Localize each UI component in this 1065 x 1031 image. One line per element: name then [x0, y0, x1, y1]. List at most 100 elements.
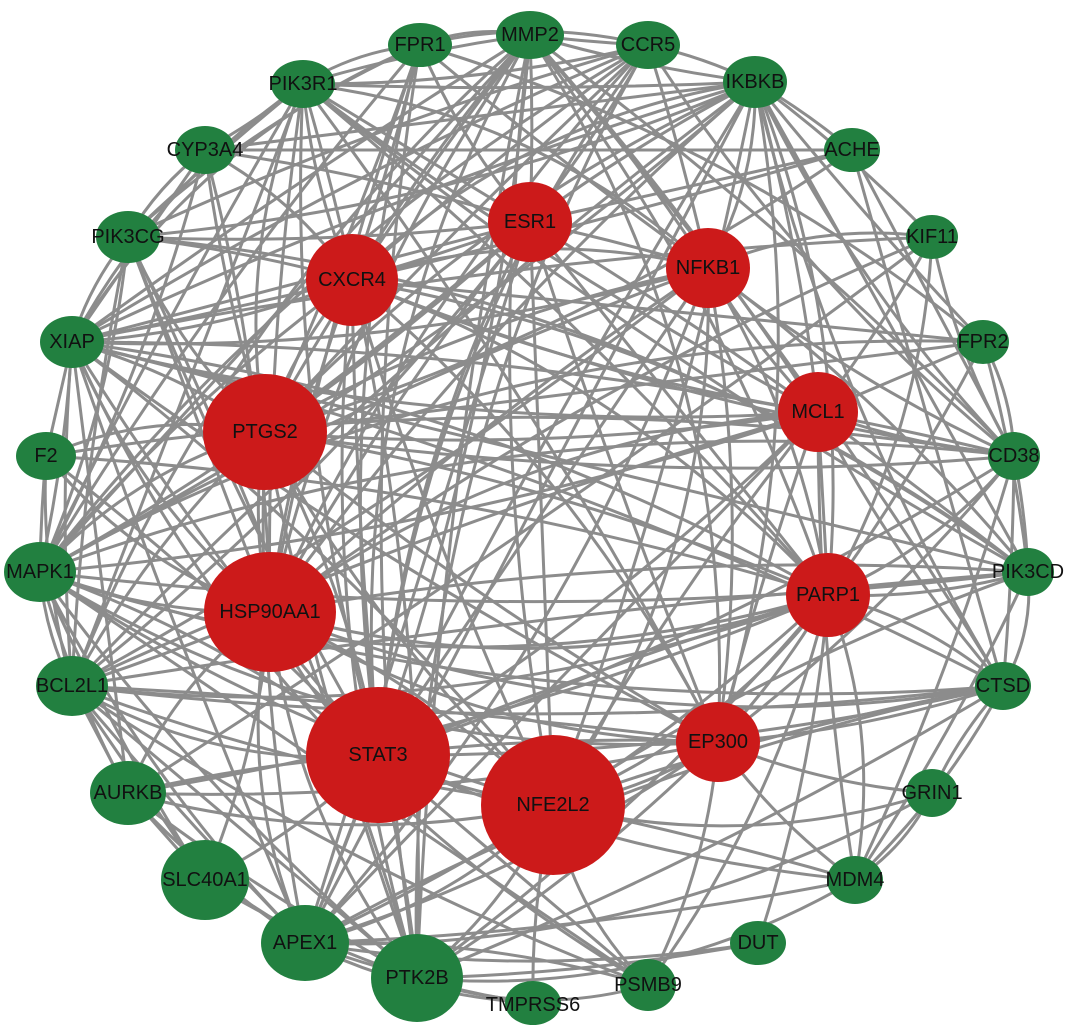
node-mdm4-label: MDM4	[826, 869, 885, 891]
node-nfkb1-circle[interactable]	[666, 228, 750, 308]
node-grin1[interactable]: GRIN1	[901, 769, 963, 817]
edge-xiap-apex1	[70, 340, 307, 945]
node-mdm4[interactable]: MDM4	[826, 856, 885, 904]
node-cyp3a4-circle[interactable]	[175, 126, 235, 174]
edge-cyp3a4-mapk1	[38, 148, 207, 574]
node-aurkb[interactable]: AURKB	[90, 761, 166, 825]
node-aurkb-circle[interactable]	[90, 761, 166, 825]
edge-mcl1-mdm4	[816, 410, 857, 882]
edge-ptgs2-ache	[263, 148, 854, 434]
node-nfkb1[interactable]: NFKB1	[666, 228, 750, 308]
node-tmprss6-label: TMPRSS6	[486, 994, 580, 1016]
node-pik3cg-label: PIK3CG	[91, 226, 164, 248]
node-fpr2-label: FPR2	[957, 331, 1008, 353]
node-nfe2l2-circle[interactable]	[481, 735, 625, 875]
node-esr1[interactable]: ESR1	[488, 182, 572, 262]
node-bcl2l1-circle[interactable]	[36, 656, 108, 716]
node-cd38[interactable]: CD38	[988, 432, 1040, 480]
node-bcl2l1[interactable]: BCL2L1	[36, 656, 108, 716]
node-ache[interactable]: ACHE	[824, 128, 880, 172]
node-kif11[interactable]: KIF11	[906, 215, 958, 259]
edge-bcl2l1-ctsd	[70, 684, 1005, 716]
node-tmprss6-circle[interactable]	[505, 981, 561, 1025]
node-mapk1[interactable]: MAPK1	[4, 542, 76, 602]
node-fpr1[interactable]: FPR1	[388, 23, 452, 67]
node-cxcr4[interactable]: CXCR4	[306, 234, 398, 326]
node-parp1[interactable]: PARP1	[786, 553, 870, 637]
node-pik3cd[interactable]: PIK3CD	[992, 548, 1064, 596]
node-ccr5-circle[interactable]	[616, 21, 680, 69]
node-ikbkb-label: IKBKB	[726, 71, 785, 93]
node-psmb9-label: PSMB9	[614, 974, 682, 996]
node-ep300-circle[interactable]	[676, 702, 760, 782]
node-pik3cg-circle[interactable]	[96, 211, 160, 263]
node-ptk2b[interactable]: PTK2B	[371, 934, 463, 1022]
node-ptk2b-circle[interactable]	[371, 934, 463, 1022]
edge-ikbkb-bcl2l1	[70, 80, 757, 688]
node-cyp3a4[interactable]: CYP3A4	[167, 126, 244, 174]
node-dut-circle[interactable]	[730, 921, 786, 965]
node-mmp2-circle[interactable]	[496, 11, 564, 59]
node-f2-label: F2	[34, 445, 57, 467]
node-ccr5[interactable]: CCR5	[616, 21, 680, 69]
node-cxcr4-circle[interactable]	[306, 234, 398, 326]
node-pik3r1-circle[interactable]	[271, 60, 335, 108]
node-ache-circle[interactable]	[824, 128, 880, 172]
node-parp1-circle[interactable]	[786, 553, 870, 637]
node-ptgs2[interactable]: PTGS2	[203, 374, 327, 490]
node-hsp90aa1-circle[interactable]	[204, 552, 336, 672]
node-psmb9-circle[interactable]	[620, 959, 676, 1011]
edge-ctsd-apex1	[303, 684, 1005, 945]
node-fpr1-circle[interactable]	[388, 23, 452, 67]
node-mdm4-circle[interactable]	[827, 856, 883, 904]
edge-ep300-ikbkb	[716, 80, 780, 744]
node-pik3cd-circle[interactable]	[1002, 548, 1054, 596]
edge-cxcr4-ptk2b	[340, 278, 419, 980]
node-apex1-circle[interactable]	[261, 905, 349, 981]
node-stat3-circle[interactable]	[306, 687, 450, 823]
node-grin1-circle[interactable]	[906, 769, 958, 817]
node-mmp2[interactable]: MMP2	[496, 11, 564, 59]
node-ikbkb[interactable]: IKBKB	[723, 56, 787, 108]
node-kif11-circle[interactable]	[906, 215, 958, 259]
node-pik3r1[interactable]: PIK3R1	[269, 60, 338, 108]
node-ep300[interactable]: EP300	[676, 702, 760, 782]
edge-mapk1-ctsd	[38, 570, 1005, 696]
node-hsp90aa1[interactable]: HSP90AA1	[204, 552, 336, 672]
node-mapk1-circle[interactable]	[4, 542, 76, 602]
edge-pik3r1-pik3cd	[301, 82, 1030, 574]
node-stat3[interactable]: STAT3	[306, 687, 450, 823]
node-f2[interactable]: F2	[16, 432, 76, 480]
node-slc40a1[interactable]: SLC40A1	[161, 840, 249, 920]
node-ctsd-circle[interactable]	[975, 662, 1031, 710]
edge-f2-cd38	[44, 415, 1016, 458]
node-xiap[interactable]: XIAP	[40, 316, 104, 368]
node-nfe2l2[interactable]: NFE2L2	[481, 735, 625, 875]
node-cd38-circle[interactable]	[988, 432, 1040, 480]
node-dut[interactable]: DUT	[730, 921, 786, 965]
edge-esr1-cyp3a4	[203, 148, 532, 224]
node-esr1-label: ESR1	[504, 211, 556, 233]
node-f2-circle[interactable]	[16, 432, 76, 480]
node-pik3cd-label: PIK3CD	[992, 561, 1064, 583]
node-ctsd[interactable]: CTSD	[975, 662, 1031, 710]
node-xiap-circle[interactable]	[40, 316, 104, 368]
node-esr1-circle[interactable]	[488, 182, 572, 262]
edge-ikbkb-xiap	[70, 80, 757, 344]
edge-pik3cg-bcl2l1	[70, 235, 130, 688]
node-aurkb-label: AURKB	[94, 782, 163, 804]
node-psmb9[interactable]: PSMB9	[614, 959, 682, 1011]
node-slc40a1-circle[interactable]	[161, 840, 249, 920]
node-mcl1[interactable]: MCL1	[778, 372, 858, 452]
edge-mmp2-bcl2l1	[70, 33, 532, 688]
node-ikbkb-circle[interactable]	[723, 56, 787, 108]
node-tmprss6[interactable]: TMPRSS6	[486, 981, 580, 1025]
node-pik3cg[interactable]: PIK3CG	[91, 211, 165, 263]
node-fpr2[interactable]: FPR2	[957, 320, 1009, 364]
node-ptgs2-circle[interactable]	[203, 374, 327, 490]
node-mcl1-circle[interactable]	[778, 372, 858, 452]
node-fpr2-circle[interactable]	[957, 320, 1009, 364]
node-apex1[interactable]: APEX1	[261, 905, 349, 981]
edge-mdm4-apex1	[303, 878, 857, 945]
